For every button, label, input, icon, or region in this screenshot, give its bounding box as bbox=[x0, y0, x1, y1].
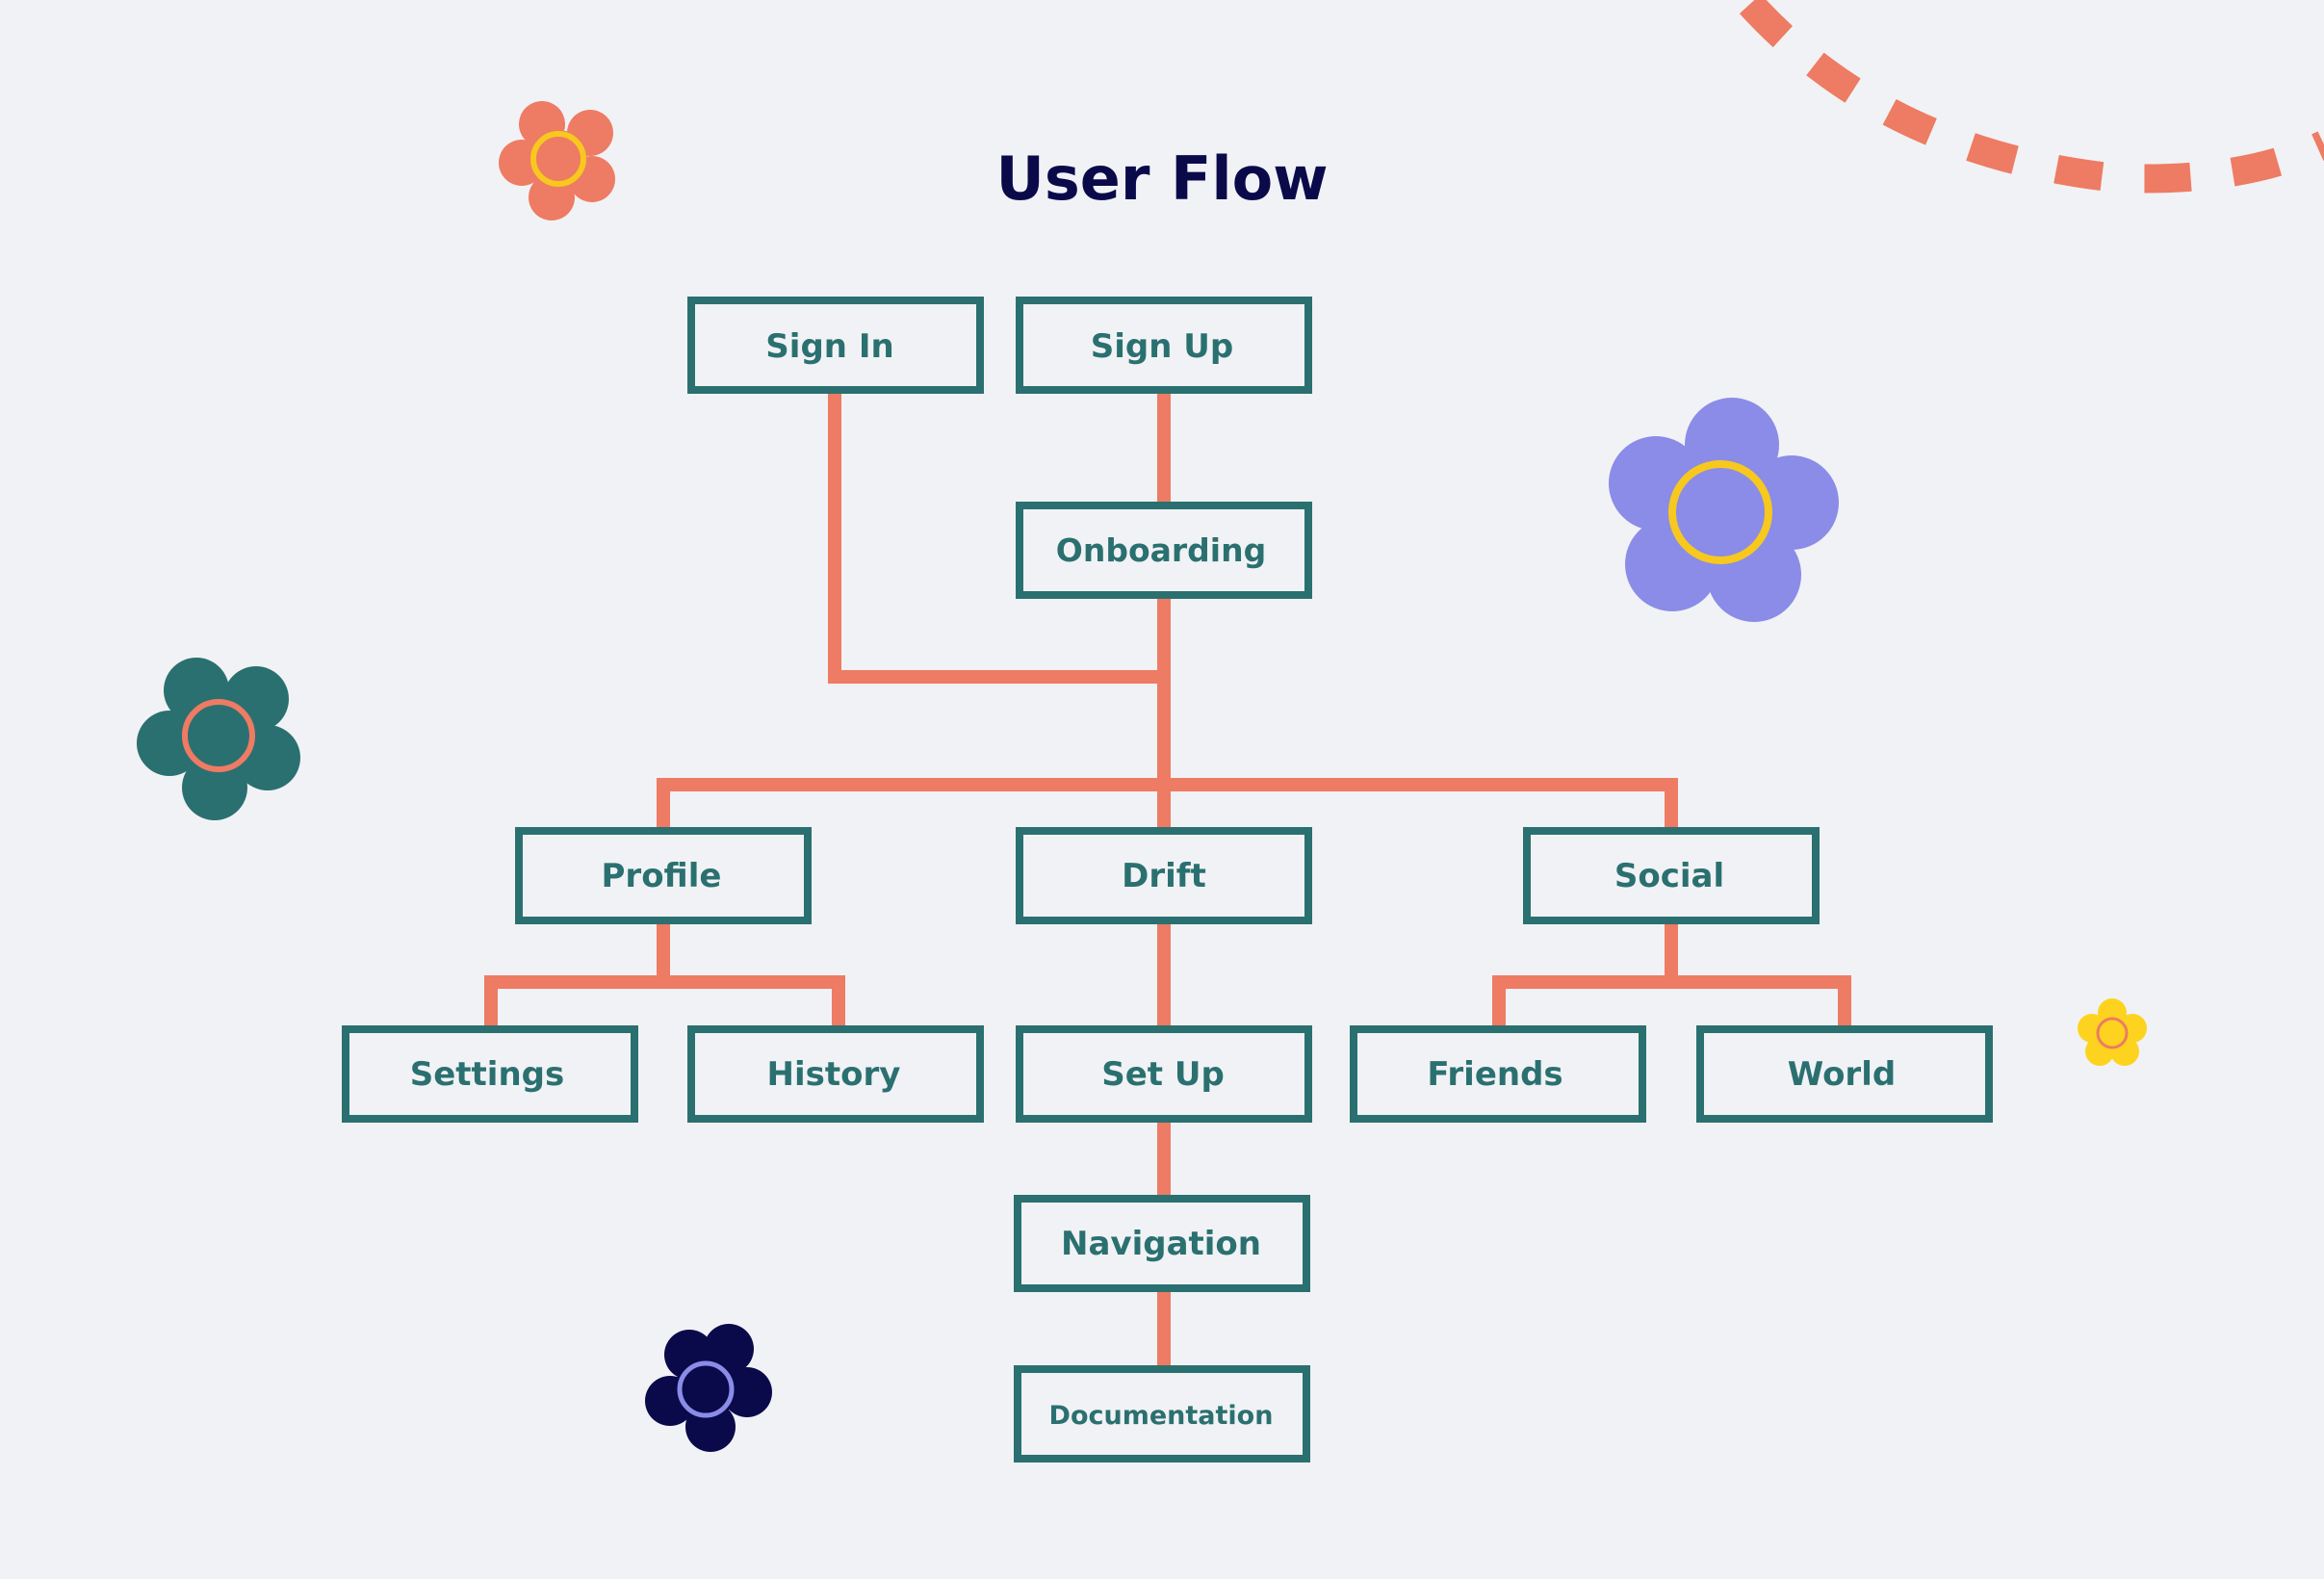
node-profile[interactable]: Profile bbox=[515, 827, 812, 924]
connector-profile-children bbox=[484, 920, 845, 1027]
node-sign-in[interactable]: Sign In bbox=[687, 297, 984, 394]
node-label-settings: Settings bbox=[410, 1055, 565, 1094]
node-label-profile: Profile bbox=[602, 857, 722, 895]
node-friends[interactable]: Friends bbox=[1350, 1025, 1646, 1123]
node-settings[interactable]: Settings bbox=[342, 1025, 638, 1123]
page-title: User Flow bbox=[996, 143, 1329, 214]
flower-yellow-icon bbox=[2078, 998, 2147, 1066]
node-label-friends: Friends bbox=[1427, 1055, 1562, 1094]
node-label-history: History bbox=[767, 1055, 901, 1094]
flower-navy-icon bbox=[645, 1324, 772, 1452]
node-drift[interactable]: Drift bbox=[1016, 827, 1312, 924]
node-label-onboarding: Onboarding bbox=[1056, 531, 1266, 569]
node-label-navigation: Navigation bbox=[1061, 1225, 1261, 1263]
flower-teal-icon bbox=[137, 658, 300, 820]
node-history[interactable]: History bbox=[687, 1025, 984, 1123]
node-set-up[interactable]: Set Up bbox=[1016, 1025, 1312, 1123]
node-documentation[interactable]: Documentation bbox=[1014, 1365, 1310, 1463]
node-label-world: World bbox=[1788, 1055, 1896, 1094]
node-world[interactable]: World bbox=[1696, 1025, 1993, 1123]
node-sign-up[interactable]: Sign Up bbox=[1016, 297, 1312, 394]
node-label-sign-in: Sign In bbox=[765, 327, 893, 366]
connector-signin-merge bbox=[828, 391, 1164, 684]
node-label-social: Social bbox=[1614, 857, 1724, 895]
flower-coral-icon bbox=[499, 101, 615, 220]
node-label-documentation: Documentation bbox=[1049, 1401, 1274, 1431]
node-onboarding[interactable]: Onboarding bbox=[1016, 502, 1312, 599]
node-label-set-up: Set Up bbox=[1101, 1055, 1225, 1094]
node-social[interactable]: Social bbox=[1523, 827, 1820, 924]
connector-lines bbox=[484, 391, 1851, 1369]
node-navigation[interactable]: Navigation bbox=[1014, 1195, 1310, 1292]
node-label-sign-up: Sign Up bbox=[1091, 327, 1233, 366]
connector-branch-bar bbox=[657, 778, 1678, 831]
dashed-arc-icon bbox=[1739, 0, 2324, 194]
flower-lavender-icon bbox=[1609, 398, 1839, 622]
connector-social-children bbox=[1492, 920, 1851, 1027]
node-label-drift: Drift bbox=[1122, 857, 1206, 895]
